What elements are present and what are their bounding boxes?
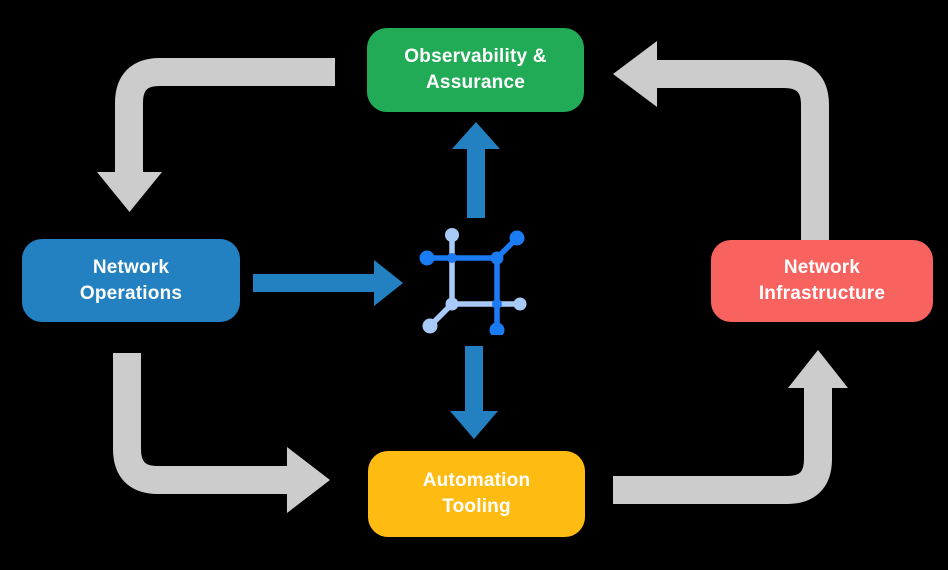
network-automation-mesh-icon [419, 228, 527, 335]
node-label-line: Automation [422, 470, 531, 491]
node-label-line: Tooling [442, 496, 511, 517]
node-network-operations: Network Operations [22, 239, 240, 322]
node-label-line: Observability & [404, 46, 547, 67]
node-observability-assurance: Observability & Assurance [367, 28, 584, 112]
arrow-operations-to-icon [253, 260, 403, 306]
arrow-tooling-to-infrastructure [613, 350, 848, 504]
node-label-line: Network [783, 257, 861, 278]
arrowhead-right-icon [287, 447, 330, 513]
arrow-observability-to-operations [97, 58, 335, 212]
arrowhead-down-icon [97, 172, 162, 212]
node-label-line: Network [92, 256, 170, 278]
arrowhead-right-icon [374, 260, 403, 306]
arrow-infrastructure-to-observability [613, 41, 829, 240]
arrow-icon-to-tooling [450, 346, 498, 439]
arrow-icon-to-observability [452, 122, 500, 218]
arrowhead-up-icon [452, 122, 500, 149]
node-network-infrastructure: Network Infrastructure [711, 240, 933, 322]
arrowhead-up-icon [788, 350, 848, 388]
node-label-line: Assurance [426, 72, 525, 93]
node-automation-tooling: Automation Tooling [368, 451, 585, 537]
mesh-icon-dark-part [419, 230, 525, 335]
node-label-line: Operations [79, 282, 183, 304]
arrow-operations-to-tooling [113, 353, 330, 513]
mesh-icon-light-part [422, 228, 527, 334]
arrowhead-left-icon [613, 41, 657, 107]
arrowhead-down-icon [450, 411, 498, 439]
node-label-line: Infrastructure [758, 283, 886, 304]
